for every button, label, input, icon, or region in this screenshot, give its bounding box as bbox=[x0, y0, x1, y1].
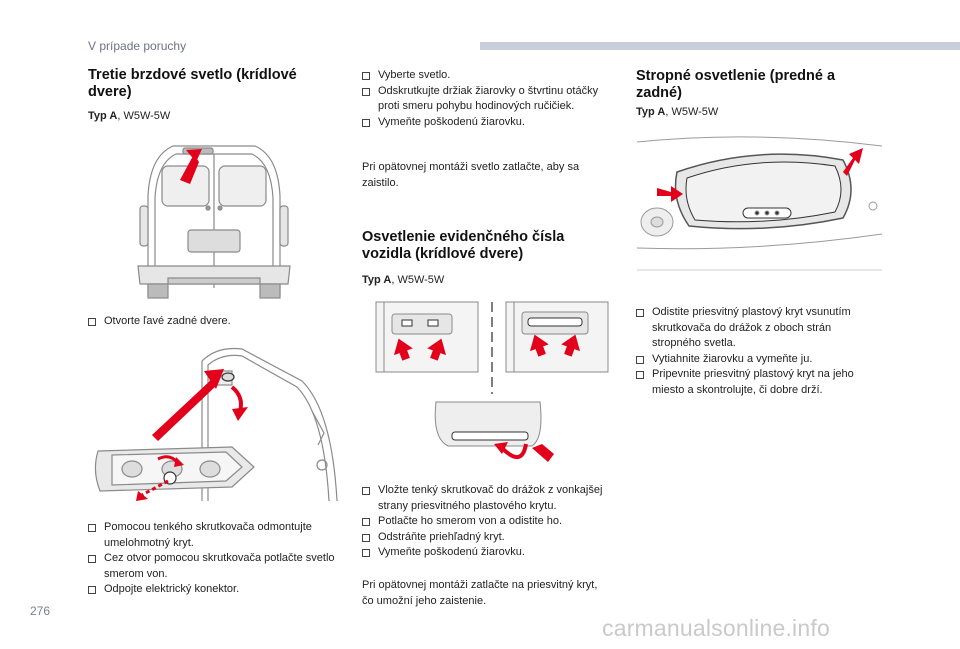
col1-typ-value: , W5W-5W bbox=[117, 110, 171, 122]
col2-para-top: Pri opätovnej montáži svetlo zatlačte, a… bbox=[362, 161, 580, 189]
list-item: Pripevnite priesvitný plastový kryt na j… bbox=[636, 367, 881, 398]
col2-para-bottom: Pri opätovnej montáži zatlačte na priesv… bbox=[362, 579, 598, 607]
step-text: Pomocou tenkého skrutkovača odmontujte u… bbox=[104, 521, 312, 549]
col1-steps: Pomocou tenkého skrutkovača odmontujte u… bbox=[88, 520, 338, 598]
bullet-icon bbox=[362, 533, 370, 542]
bullet-icon bbox=[362, 72, 370, 80]
list-item: Vymeňte poškodenú žiarovku. bbox=[362, 115, 607, 131]
list-item: Vložte tenký skrutkovač do drážok z vonk… bbox=[362, 483, 607, 514]
bullet-icon bbox=[636, 371, 644, 379]
list-item: Pomocou tenkého skrutkovača odmontujte u… bbox=[88, 520, 338, 551]
col1-typ-label: Typ A bbox=[88, 110, 118, 122]
col2-typ-label: Typ A bbox=[362, 274, 392, 286]
col3-typ-label: Typ A bbox=[636, 106, 666, 118]
col3-typ-value: , W5W-5W bbox=[665, 106, 719, 118]
col2-steps-bottom: Vložte tenký skrutkovač do drážok z vonk… bbox=[362, 483, 607, 561]
bullet-icon bbox=[362, 549, 370, 557]
step-text: Vložte tenký skrutkovač do drážok z vonk… bbox=[378, 484, 603, 512]
bullet-icon bbox=[88, 318, 96, 326]
brake-light-removal-illustration bbox=[92, 341, 344, 503]
col1-heading: Tretie brzdové svetlo (krídlové dvere) bbox=[88, 67, 297, 100]
bullet-icon bbox=[636, 309, 644, 317]
list-item: Vymeňte poškodenú žiarovku. bbox=[362, 545, 607, 561]
col3-typ: Typ A, W5W-5W bbox=[636, 106, 718, 118]
ceiling-light-illustration bbox=[637, 130, 882, 290]
step-text: Pripevnite priesvitný plastový kryt na j… bbox=[652, 368, 854, 396]
col3-steps: Odistite priesvitný plastový kryt vsunut… bbox=[636, 305, 881, 398]
col1-typ: Typ A, W5W-5W bbox=[88, 110, 170, 122]
step-text: Vymeňte poškodenú žiarovku. bbox=[378, 115, 525, 128]
step-text: Vymeňte poškodenú žiarovku. bbox=[378, 546, 525, 558]
step-text: Otvorte ľavé zadné dvere. bbox=[104, 315, 231, 327]
bullet-icon bbox=[362, 87, 370, 96]
step-text: Vytiahnite žiarovku a vymeňte ju. bbox=[652, 352, 813, 365]
col2-steps-top: Vyberte svetlo. Odskrutkujte držiak žiar… bbox=[362, 68, 607, 130]
step-text: Odskrutkujte držiak žiarovky o štvrtinu … bbox=[378, 84, 599, 113]
col1-title: Tretie brzdové svetlo (krídlové dvere) bbox=[88, 67, 338, 101]
step-text: Potlačte ho smerom von a odistite ho. bbox=[378, 515, 563, 527]
list-item: Potlačte ho smerom von a odistite ho. bbox=[362, 514, 607, 530]
section-label: V prípade poruchy bbox=[88, 39, 187, 53]
step-text: Cez otvor pomocou skrutkovača potlačte s… bbox=[104, 552, 335, 580]
bullet-icon bbox=[636, 355, 644, 364]
list-item: Vyberte svetlo. bbox=[362, 68, 607, 84]
col2-title: Osvetlenie evidenčného čísla vozidla (kr… bbox=[362, 229, 607, 263]
list-item: Odstráňte priehľadný kryt. bbox=[362, 530, 607, 546]
bullet-icon bbox=[362, 487, 370, 495]
col3-heading: Stropné osvetlenie (predné a zadné) bbox=[636, 68, 836, 101]
header-bar bbox=[480, 42, 960, 50]
col3-title: Stropné osvetlenie (predné a zadné) bbox=[636, 68, 876, 102]
step-text: Odpojte elektrický konektor. bbox=[104, 583, 240, 595]
list-item: Cez otvor pomocou skrutkovača potlačte s… bbox=[88, 551, 338, 582]
bullet-icon bbox=[362, 518, 370, 526]
van-rear-doors-illustration bbox=[128, 136, 300, 302]
page-number: 276 bbox=[30, 604, 51, 618]
col2-heading: Osvetlenie evidenčného čísla vozidla (kr… bbox=[362, 229, 565, 262]
list-item: Odskrutkujte držiak žiarovky o štvrtinu … bbox=[362, 84, 607, 115]
col2-typ-value: , W5W-5W bbox=[391, 274, 445, 286]
step-text: Vyberte svetlo. bbox=[378, 69, 451, 81]
watermark: carmanualsonline.info bbox=[602, 615, 830, 641]
plate-light-illustration bbox=[372, 298, 612, 468]
list-item: Odistite priesvitný plastový kryt vsunut… bbox=[636, 305, 881, 352]
bullet-icon bbox=[88, 555, 96, 563]
col2-typ: Typ A, W5W-5W bbox=[362, 274, 444, 286]
step-text: Odstráňte priehľadný kryt. bbox=[378, 530, 505, 543]
bullet-icon bbox=[88, 586, 96, 594]
col1-step-open: Otvorte ľavé zadné dvere. bbox=[88, 314, 354, 330]
list-item: Vytiahnite žiarovku a vymeňte ju. bbox=[636, 352, 881, 368]
step-text: Odistite priesvitný plastový kryt vsunut… bbox=[652, 306, 851, 349]
bullet-icon bbox=[88, 524, 96, 532]
list-item: Odpojte elektrický konektor. bbox=[88, 582, 338, 598]
bullet-icon bbox=[362, 118, 370, 127]
